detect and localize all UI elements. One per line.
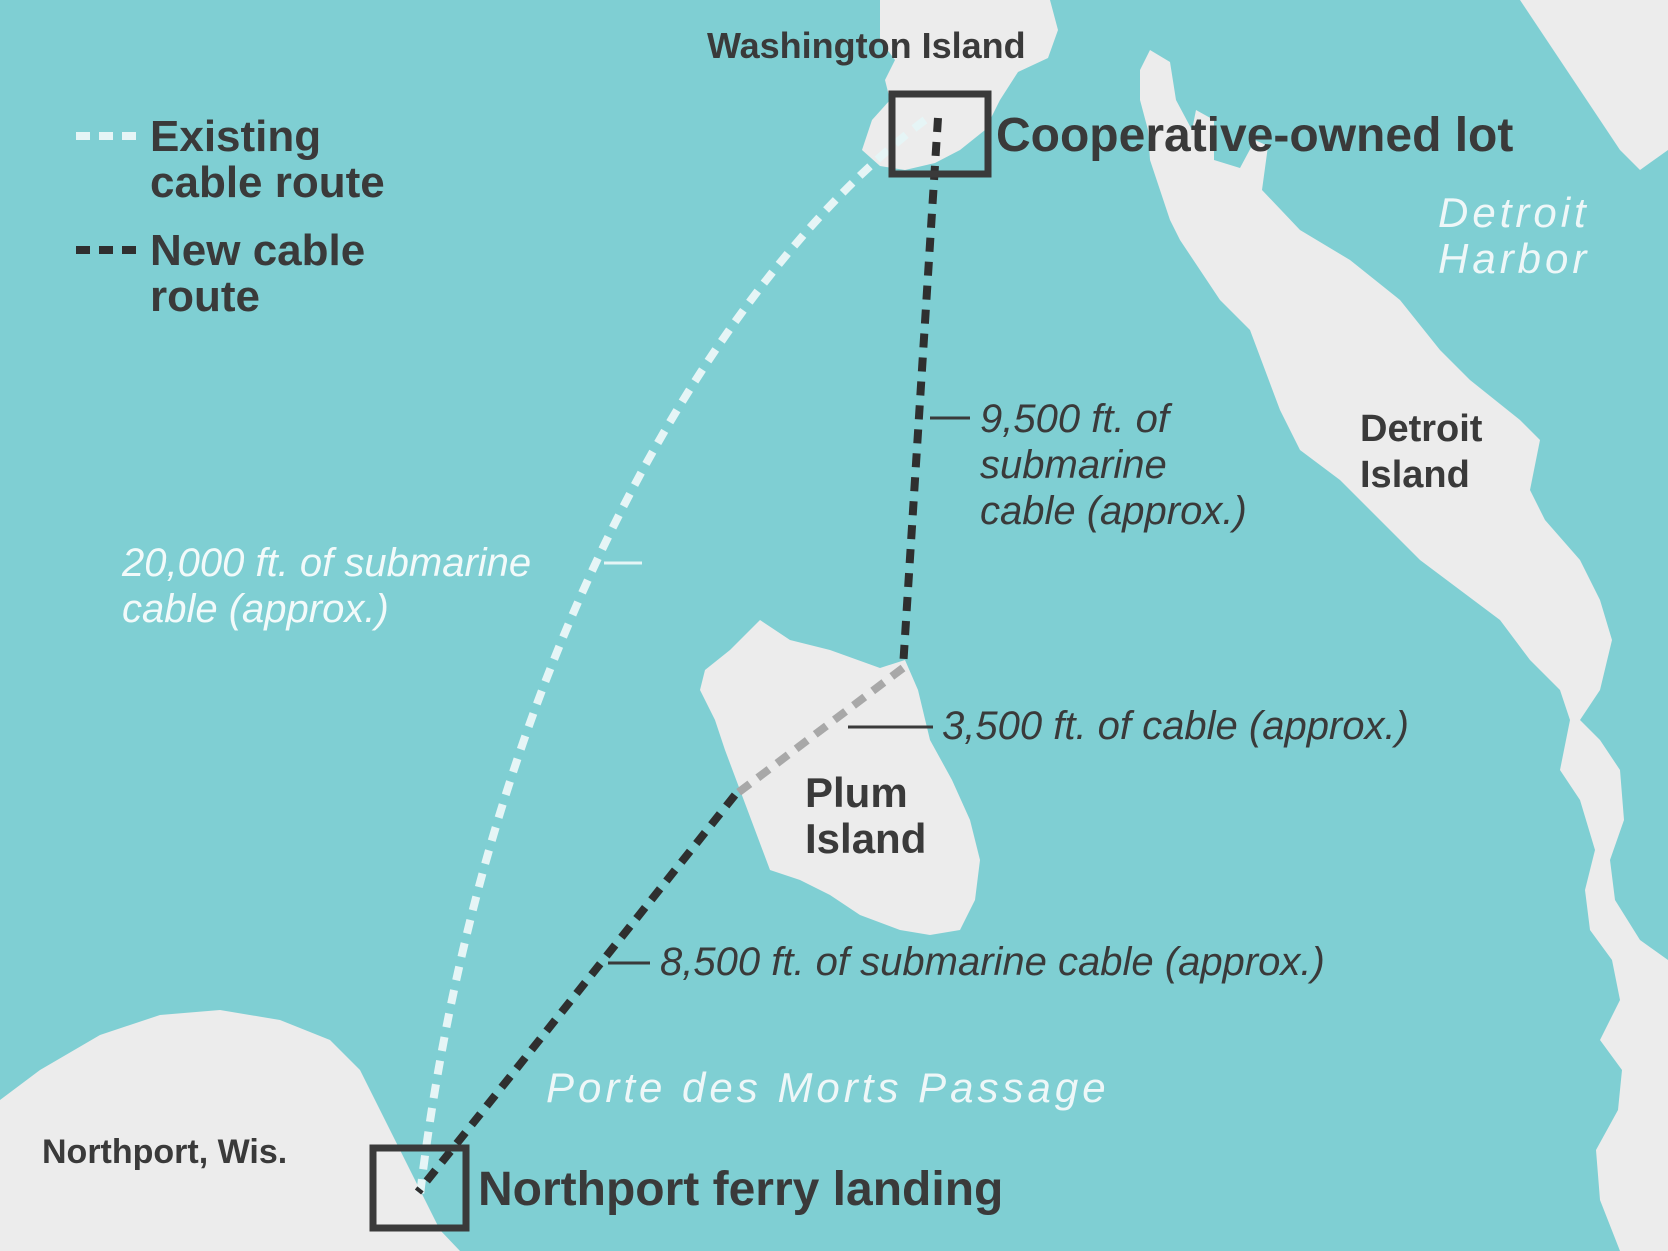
south-segment-length-label: 8,500 ft. of submarine cable (approx.) (660, 940, 1325, 984)
northport-land-shape (0, 1010, 460, 1251)
northeast-land-shape (1520, 0, 1668, 170)
land-segment-length-label: 3,500 ft. of cable (approx.) (942, 704, 1409, 748)
new-cable-route-land-segment (732, 664, 906, 799)
plum-island-label: Plum Island (805, 769, 927, 862)
washington-island-shape (862, 0, 1058, 170)
cooperative-lot-label: Cooperative-owned lot (996, 109, 1514, 162)
north-segment-length-label: 9,500 ft. of submarine cable (approx.) (980, 397, 1247, 533)
detroit-island-label: Detroit Island (1360, 408, 1483, 496)
legend-existing-label: Existing cable route (150, 112, 385, 207)
northport-ferry-landing-marker (369, 1144, 470, 1232)
existing-route-length-label: 20,000 ft. of submarine cable (approx.) (122, 541, 532, 631)
detroit-island-shape (1140, 50, 1668, 1251)
detroit-harbor-label: Detroit Harbor (1438, 189, 1591, 282)
washington-island-label: Washington Island (707, 25, 1026, 66)
northport-ferry-landing-label: Northport ferry landing (478, 1163, 1004, 1216)
northport-label: Northport, Wis. (42, 1133, 288, 1171)
legend-new-label: New cable route (150, 226, 366, 321)
cooperative-lot-marker (888, 90, 992, 178)
new-cable-route-north-segment (899, 117, 942, 669)
new-cable-route-south-segment (414, 792, 739, 1195)
plum-island-shape (700, 620, 980, 935)
existing-cable-route-line (416, 116, 928, 1196)
porte-des-morts-label: Porte des Morts Passage (546, 1064, 1110, 1111)
